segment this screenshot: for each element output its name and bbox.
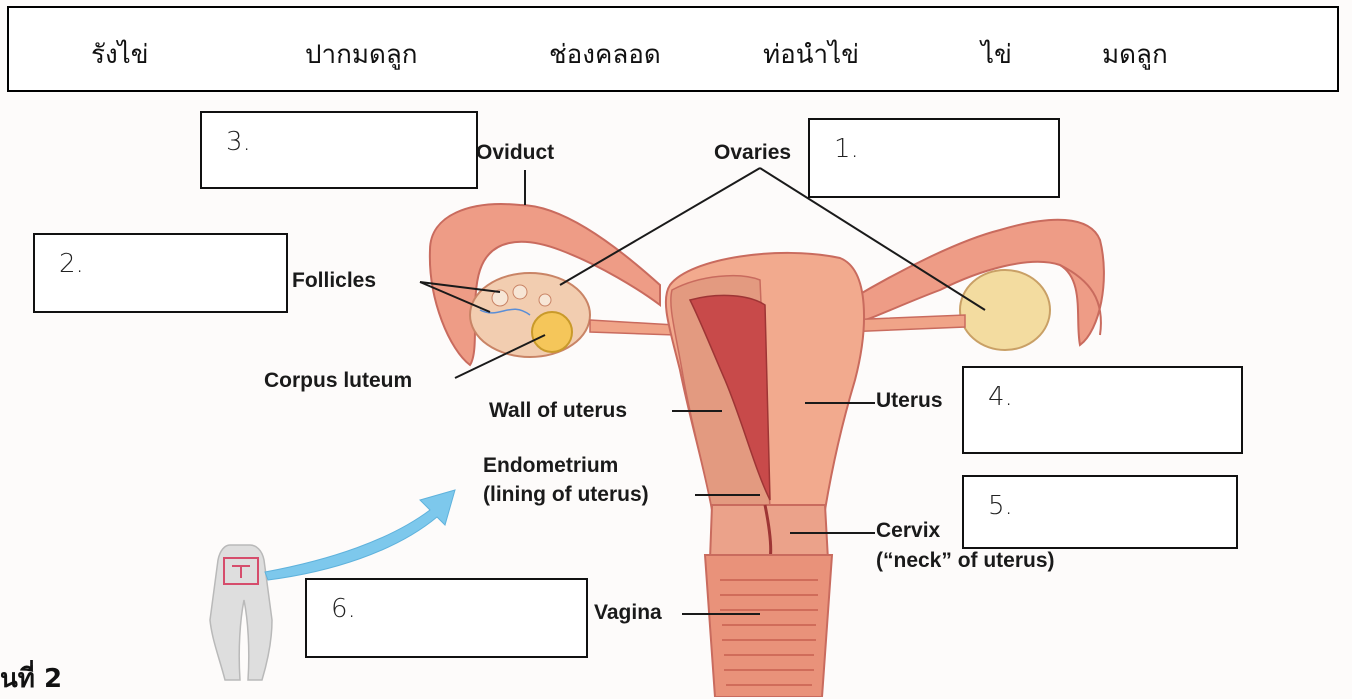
label-wall-of-uterus: Wall of uterus [489,398,627,423]
label-follicles: Follicles [292,268,376,293]
answer-box-5[interactable]: 5. [962,475,1238,549]
label-corpus-luteum: Corpus luteum [264,368,412,393]
label-endometrium-sub: (lining of uterus) [483,482,649,507]
label-ovaries: Ovaries [714,140,791,165]
answer-box-number: 4. [988,382,1013,412]
vagina-shape [705,555,832,697]
page-footer-text: นที่ 2 [0,658,62,699]
answer-box-4[interactable]: 4. [962,366,1243,454]
answer-box-3[interactable]: 3. [200,111,478,189]
zoom-arrow-icon [265,490,455,580]
answer-box-2[interactable]: 2. [33,233,288,313]
label-vagina: Vagina [594,600,662,625]
answer-box-number: 5. [988,491,1013,521]
label-uterus: Uterus [876,388,943,413]
answer-box-1[interactable]: 1. [808,118,1060,198]
label-cervix: Cervix [876,518,940,543]
right-ovary [960,270,1050,350]
label-cervix-sub: (“neck” of uterus) [876,548,1055,573]
label-oviduct: Oviduct [476,140,554,165]
answer-box-number: 1. [834,134,859,164]
answer-box-number: 2. [59,249,84,279]
label-endometrium: Endometrium [483,453,618,478]
answer-box-number: 6. [331,594,356,624]
answer-box-number: 3. [226,127,251,157]
answer-box-6[interactable]: 6. [305,578,588,658]
body-figure-icon [210,545,272,680]
